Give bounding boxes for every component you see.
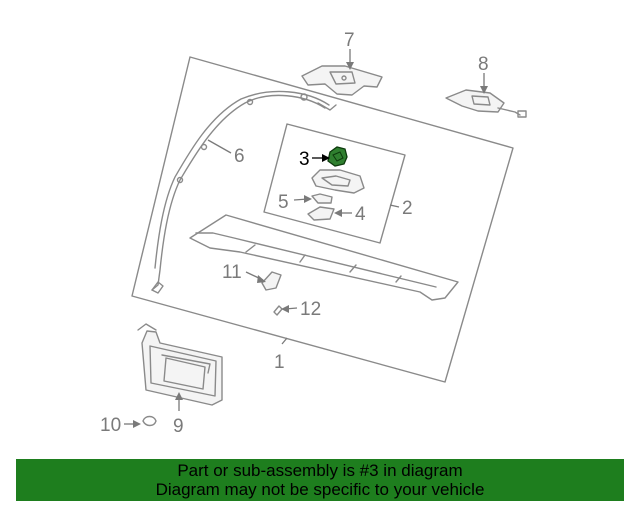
part-3-shape xyxy=(327,146,348,167)
callout-3: 3 xyxy=(299,149,310,170)
info-banner: Part or sub-assembly is #3 in diagram Di… xyxy=(16,459,624,501)
lamp-lens xyxy=(307,206,335,221)
visor-clip xyxy=(142,415,157,427)
callout-8: 8 xyxy=(478,54,489,75)
banner-line-2: Diagram may not be specific to your vehi… xyxy=(155,480,485,499)
callout-4: 4 xyxy=(355,204,366,225)
callout-11: 11 xyxy=(222,262,242,283)
headliner-panel xyxy=(131,56,514,383)
dome-lamp xyxy=(311,169,365,194)
small-clip xyxy=(273,305,283,316)
callout-9: 9 xyxy=(173,416,184,437)
callout-labels: 7 8 6 3 2 5 4 11 12 1 9 10 xyxy=(100,30,489,437)
callout-leaders xyxy=(124,49,488,428)
parts-diagram: 7 8 6 3 2 5 4 11 12 1 9 10 xyxy=(100,30,527,437)
sun-visor xyxy=(137,323,223,406)
callout-1: 1 xyxy=(274,352,285,373)
dome-lamp-area xyxy=(263,123,406,244)
callout-12: 12 xyxy=(300,299,321,320)
rear-bracket xyxy=(301,65,383,96)
bulb-part xyxy=(311,193,333,204)
callout-6: 6 xyxy=(234,146,245,167)
callout-10: 10 xyxy=(100,415,121,436)
callout-2: 2 xyxy=(402,198,413,219)
clip-part xyxy=(261,271,282,291)
side-bracket xyxy=(445,89,527,118)
callout-5: 5 xyxy=(278,192,289,213)
banner-line-1: Part or sub-assembly is #3 in diagram xyxy=(177,461,463,480)
callout-7: 7 xyxy=(344,30,355,51)
wiring-harness xyxy=(151,90,337,294)
highlighted-switch-part xyxy=(327,146,348,167)
overhead-rail xyxy=(189,214,459,301)
